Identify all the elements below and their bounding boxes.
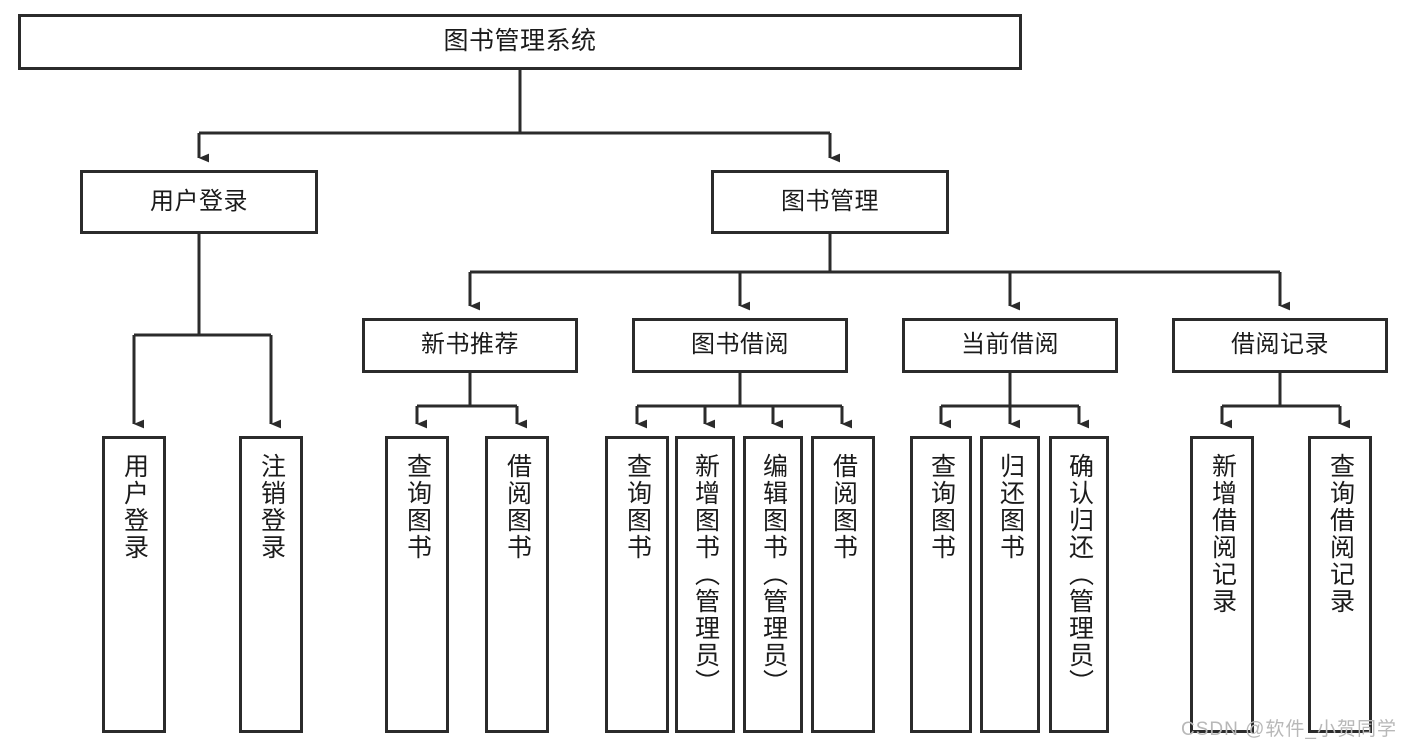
node-root-label: 图书管理系统	[443, 27, 597, 56]
node-leaf-edit-book-label: 编辑图书（管理员）	[759, 453, 788, 696]
node-leaf-confirm-return[interactable]: 确认归还（管理员）	[1049, 436, 1109, 733]
node-leaf-logout-login-label: 注销登录	[257, 453, 286, 561]
node-leaf-add-book-label: 新增图书（管理员）	[691, 453, 720, 696]
node-leaf-borrow-book-2[interactable]: 借阅图书	[811, 436, 875, 733]
node-leaf-query-book-2-label: 查询图书	[623, 453, 652, 561]
node-leaf-add-record[interactable]: 新增借阅记录	[1190, 436, 1254, 733]
node-leaf-query-book-3[interactable]: 查询图书	[910, 436, 972, 733]
node-new-book-rec[interactable]: 新书推荐	[362, 318, 578, 373]
node-user-login[interactable]: 用户登录	[80, 170, 318, 234]
node-leaf-query-book-3-label: 查询图书	[927, 453, 956, 561]
node-leaf-borrow-book-1[interactable]: 借阅图书	[485, 436, 549, 733]
node-leaf-add-book[interactable]: 新增图书（管理员）	[675, 436, 735, 733]
node-leaf-add-record-label: 新增借阅记录	[1208, 453, 1237, 615]
node-leaf-user-login[interactable]: 用户登录	[102, 436, 166, 733]
node-root[interactable]: 图书管理系统	[18, 14, 1022, 70]
node-current-borrow-label: 当前借阅	[961, 331, 1059, 359]
node-leaf-return-book-label: 归还图书	[996, 453, 1025, 561]
node-leaf-borrow-book-2-label: 借阅图书	[829, 453, 858, 561]
node-borrow-record[interactable]: 借阅记录	[1172, 318, 1388, 373]
node-new-book-rec-label: 新书推荐	[421, 331, 519, 359]
node-book-manage[interactable]: 图书管理	[711, 170, 949, 234]
node-leaf-query-book-1[interactable]: 查询图书	[385, 436, 449, 733]
node-leaf-query-book-1-label: 查询图书	[403, 453, 432, 561]
node-leaf-confirm-return-label: 确认归还（管理员）	[1065, 453, 1094, 696]
node-leaf-query-book-2[interactable]: 查询图书	[605, 436, 669, 733]
node-leaf-logout-login[interactable]: 注销登录	[239, 436, 303, 733]
node-leaf-borrow-book-1-label: 借阅图书	[503, 453, 532, 561]
node-book-manage-label: 图书管理	[781, 187, 879, 215]
node-leaf-edit-book[interactable]: 编辑图书（管理员）	[743, 436, 803, 733]
node-book-borrow-label: 图书借阅	[691, 331, 789, 359]
node-leaf-return-book[interactable]: 归还图书	[980, 436, 1040, 733]
node-current-borrow[interactable]: 当前借阅	[902, 318, 1118, 373]
node-borrow-record-label: 借阅记录	[1231, 331, 1329, 359]
node-book-borrow[interactable]: 图书借阅	[632, 318, 848, 373]
node-user-login-label: 用户登录	[150, 187, 248, 215]
node-leaf-query-record[interactable]: 查询借阅记录	[1308, 436, 1372, 733]
node-leaf-user-login-label: 用户登录	[120, 453, 149, 561]
node-leaf-query-record-label: 查询借阅记录	[1326, 453, 1355, 615]
